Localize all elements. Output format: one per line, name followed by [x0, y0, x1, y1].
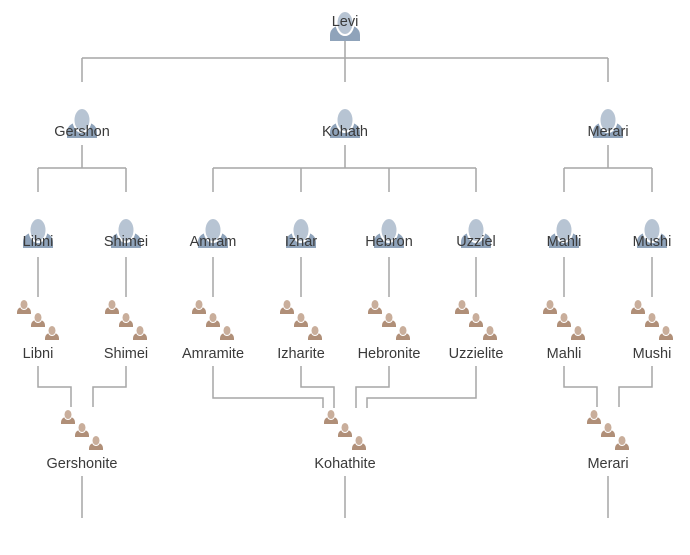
person-icon: [549, 217, 579, 248]
person-icon: [286, 217, 316, 248]
person-icon: [67, 107, 97, 138]
node-label-libni-clan: Libni: [22, 346, 54, 362]
connector-line: [300, 366, 335, 408]
clan-group-icon: [61, 409, 103, 450]
person-icon: [23, 217, 53, 248]
node-label-kohath: Kohath: [322, 124, 368, 140]
node-label-izharite: Izharite: [277, 346, 325, 362]
person-icon: [637, 217, 667, 248]
node-label-hebron: Hebron: [365, 234, 413, 250]
node-label-libni: Libni: [22, 234, 54, 250]
node-label-merari-clan: Merari: [587, 456, 629, 472]
person-icon: [111, 217, 141, 248]
node-label-levi: Levi: [331, 14, 359, 30]
clan-group-icon: [543, 299, 585, 340]
clan-group-icon: [587, 409, 629, 450]
node-label-mahli-clan: Mahli: [546, 346, 582, 362]
connector-line: [618, 366, 653, 407]
node-label-amram: Amram: [189, 234, 237, 250]
person-icon: [593, 107, 623, 138]
connector-line: [355, 366, 390, 408]
node-label-uzziel: Uzziel: [456, 234, 496, 250]
clan-group-icon: [192, 299, 234, 340]
clan-group-icon: [105, 299, 147, 340]
node-label-mushi-clan: Mushi: [632, 346, 672, 362]
clan-group-icon: [324, 409, 366, 450]
node-label-mahli: Mahli: [546, 234, 582, 250]
node-label-amramite: Amramite: [181, 346, 245, 362]
clan-group-icon: [631, 299, 673, 340]
person-icon: [198, 217, 228, 248]
person-icon: [330, 107, 360, 138]
clan-group-icon: [455, 299, 497, 340]
node-label-shimei: Shimei: [103, 234, 149, 250]
connector-line: [37, 366, 72, 407]
node-label-uzzielite: Uzzielite: [448, 346, 504, 362]
connector-lines: [37, 18, 653, 518]
clan-group-icon: [368, 299, 410, 340]
node-label-hebronite: Hebronite: [357, 346, 421, 362]
person-icon: [461, 217, 491, 248]
node-label-shimei-clan: Shimei: [103, 346, 149, 362]
node-label-kohathite: Kohathite: [314, 456, 376, 472]
connector-line: [563, 366, 598, 407]
connector-line: [92, 366, 127, 407]
node-label-merari: Merari: [587, 124, 629, 140]
person-icon: [330, 10, 360, 41]
person-icon: [374, 217, 404, 248]
node-label-gershon: Gershon: [54, 124, 110, 140]
node-label-gershonite: Gershonite: [46, 456, 118, 472]
clan-group-icon: [280, 299, 322, 340]
node-label-izhar: Izhar: [284, 234, 318, 250]
connector-line: [366, 366, 477, 408]
connector-line: [212, 366, 324, 408]
node-label-mushi: Mushi: [632, 234, 672, 250]
clan-group-icon: [17, 299, 59, 340]
